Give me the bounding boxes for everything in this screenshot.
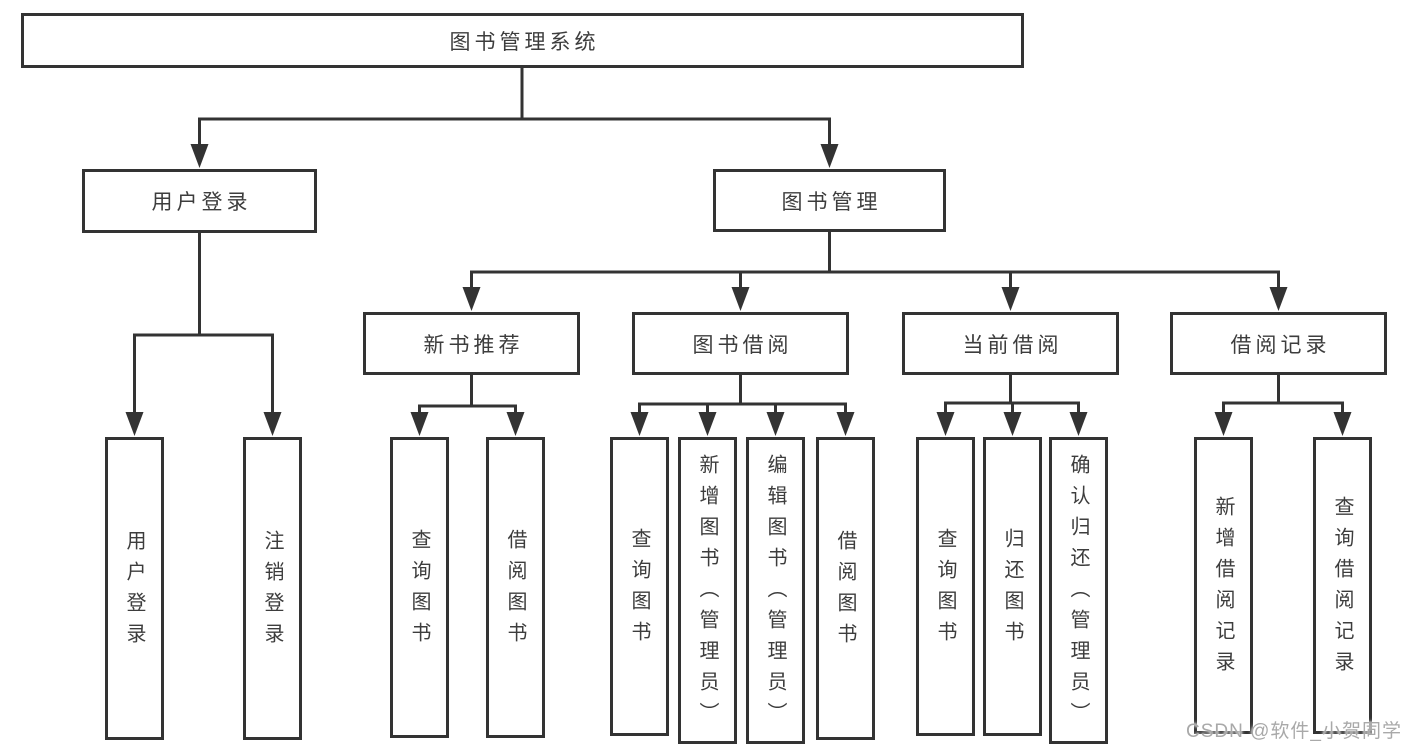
connector-user-login-split — [133, 231, 274, 420]
leaf-label: 编辑图书（管理员） — [764, 454, 786, 733]
leaf-query-books-recommend: 查询图书 — [390, 437, 449, 738]
connector-book-borrow-split — [638, 373, 847, 420]
leaf-edit-books-admin: 编辑图书（管理员） — [746, 437, 805, 744]
leaf-label: 用户登录 — [123, 529, 145, 654]
node-label: 当前借阅 — [962, 333, 1063, 357]
node-label: 图书借阅 — [692, 333, 793, 357]
node-borrow-records: 借阅记录 — [1170, 312, 1387, 375]
leaf-query-books-borrow: 查询图书 — [610, 437, 669, 736]
leaf-label: 查询图书 — [408, 528, 430, 653]
leaf-add-books-admin: 新增图书（管理员） — [678, 437, 737, 744]
leaf-add-borrow-record: 新增借阅记录 — [1194, 437, 1253, 734]
leaf-label: 查询图书 — [628, 527, 650, 652]
leaf-label: 查询借阅记录 — [1331, 495, 1353, 682]
node-label: 新书推荐 — [423, 333, 524, 357]
leaf-borrow-books-recommend: 借阅图书 — [486, 437, 545, 738]
node-label: 图书管理 — [781, 190, 882, 214]
node-new-book-recommend: 新书推荐 — [363, 312, 580, 375]
leaf-query-books-current: 查询图书 — [916, 437, 975, 736]
leaf-label: 借阅图书 — [834, 529, 856, 654]
leaf-label: 借阅图书 — [504, 528, 526, 653]
leaf-label: 归还图书 — [1001, 527, 1023, 652]
connector-current-borrow-split — [944, 373, 1080, 420]
leaf-label: 新增图书（管理员） — [696, 454, 718, 733]
leaf-label: 新增借阅记录 — [1212, 495, 1234, 682]
node-label: 图书管理系统 — [449, 30, 600, 54]
leaf-confirm-return-admin: 确认归还（管理员） — [1049, 437, 1108, 744]
node-label: 借阅记录 — [1230, 333, 1331, 357]
node-label: 用户登录 — [151, 191, 252, 214]
leaf-return-books: 归还图书 — [983, 437, 1042, 736]
node-current-borrow: 当前借阅 — [902, 312, 1119, 375]
leaf-label: 确认归还（管理员） — [1067, 454, 1089, 733]
leaf-label: 查询图书 — [934, 527, 956, 652]
connector-new-book-split — [418, 373, 517, 420]
node-user-login: 用户登录 — [82, 169, 317, 233]
connector-root-split — [198, 66, 831, 152]
node-book-borrow: 图书借阅 — [632, 312, 849, 375]
leaf-logout: 注销登录 — [243, 437, 302, 740]
leaf-user-login: 用户登录 — [105, 437, 164, 740]
csdn-watermark: CSDN @软件_小贺同学 — [1186, 721, 1402, 742]
node-book-management: 图书管理 — [713, 169, 946, 232]
leaf-query-borrow-record: 查询借阅记录 — [1313, 437, 1372, 734]
connector-borrow-records-split — [1222, 373, 1344, 420]
connector-book-management-split — [470, 230, 1280, 295]
leaf-label: 注销登录 — [261, 529, 283, 654]
node-library-management-system: 图书管理系统 — [21, 13, 1024, 68]
leaf-borrow-books: 借阅图书 — [816, 437, 875, 740]
